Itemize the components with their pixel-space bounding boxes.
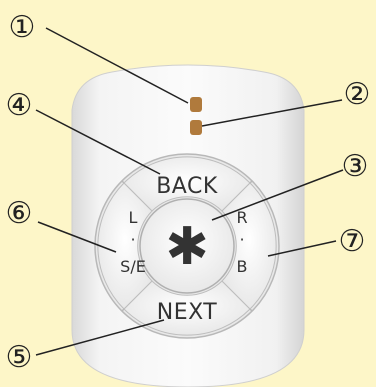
- left-label-l: L: [129, 208, 138, 227]
- callout-leaders: [35, 27, 344, 356]
- callout-2: ②: [344, 77, 371, 112]
- callout-5: ⑤: [6, 340, 33, 375]
- callout-1: ①: [9, 10, 36, 45]
- callout-6: ⑥: [6, 196, 33, 231]
- right-b-button[interactable]: [221, 182, 277, 310]
- indicator-led-top: [190, 97, 202, 112]
- next-label: NEXT: [157, 300, 218, 325]
- right-label-r: R: [236, 208, 247, 227]
- back-label: BACK: [156, 174, 218, 199]
- indicator-led-bottom: [190, 120, 202, 135]
- right-label-dot: ·: [239, 230, 244, 249]
- right-label-b: B: [237, 257, 248, 276]
- callout-7: ⑦: [339, 224, 366, 259]
- center-button[interactable]: [139, 198, 235, 294]
- callout-3: ③: [342, 149, 369, 184]
- left-label-dot: ·: [130, 230, 135, 249]
- left-label-se: S/E: [120, 257, 146, 276]
- left-se-button[interactable]: [97, 182, 153, 310]
- center-asterisk-icon: ✱: [165, 217, 209, 277]
- callout-4: ④: [6, 88, 33, 123]
